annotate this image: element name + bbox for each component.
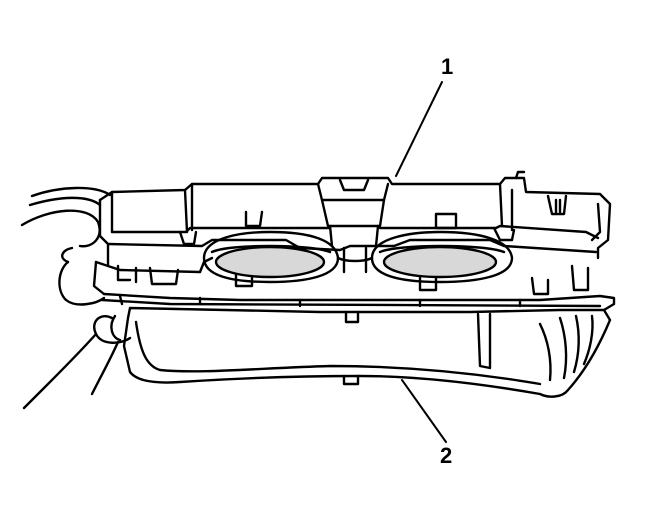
gauge-pods — [202, 230, 514, 284]
cluster-housing — [92, 170, 612, 296]
trim-strip — [100, 292, 616, 312]
cluster-lens — [122, 306, 612, 398]
callout-1-label: 1 — [441, 54, 454, 79]
callout-2-label: 2 — [440, 443, 453, 468]
callout-2-leader — [401, 379, 447, 443]
hand-illustration — [20, 186, 132, 410]
callout-1-leader — [395, 81, 443, 177]
